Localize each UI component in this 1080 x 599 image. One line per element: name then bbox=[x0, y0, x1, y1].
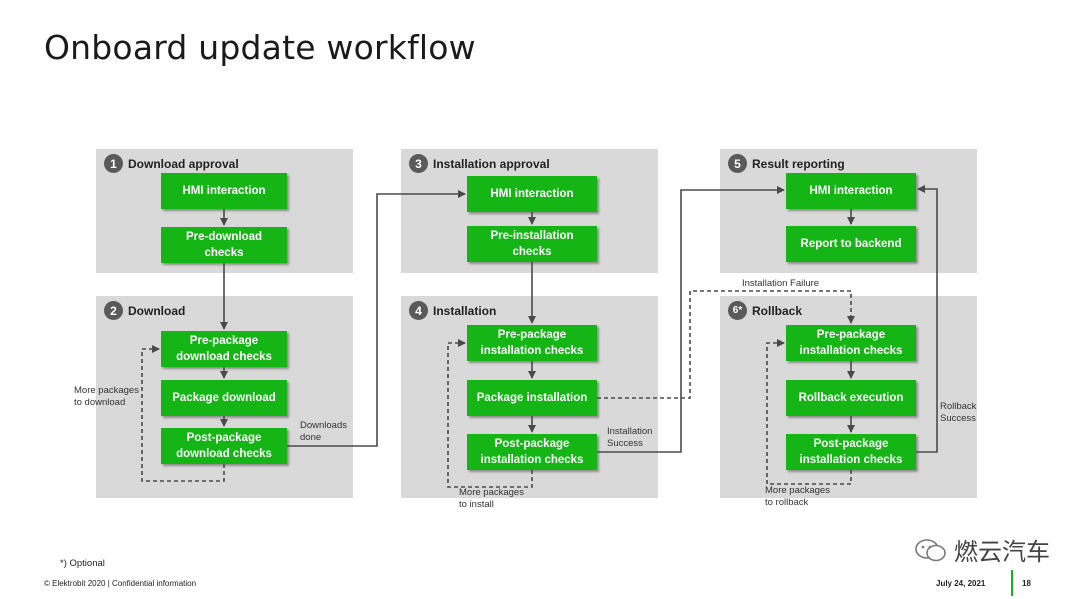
label-more-packages-download: More packages to download bbox=[74, 385, 139, 408]
box-post-package-download-checks: Post-package download checks bbox=[161, 428, 287, 464]
label-installation-success: Installation Success bbox=[607, 426, 653, 449]
footer-date: July 24, 2021 bbox=[936, 579, 986, 588]
step-header-download-approval: 1 Download approval bbox=[104, 154, 239, 173]
label-more-packages-rollback: More packages to rollback bbox=[765, 485, 830, 508]
label-more-packages-install: More packages to install bbox=[459, 487, 524, 510]
watermark: 燃云汽车 bbox=[914, 532, 1050, 567]
step-label: Download approval bbox=[128, 156, 239, 171]
box-report-to-backend: Report to backend bbox=[786, 226, 916, 262]
step-label: Installation bbox=[433, 303, 497, 318]
box-pre-package-installation-checks: Pre-package installation checks bbox=[467, 325, 597, 361]
box-pre-package-download-checks: Pre-package download checks bbox=[161, 331, 287, 367]
footer-divider bbox=[1011, 570, 1013, 596]
loop-more-install bbox=[447, 339, 533, 488]
wechat-icon bbox=[915, 538, 946, 561]
step-header-rollback: 6* Rollback bbox=[728, 301, 802, 320]
step-number-2: 2 bbox=[104, 301, 123, 320]
footnote-optional: *) Optional bbox=[60, 558, 105, 569]
step-header-installation-approval: 3 Installation approval bbox=[409, 154, 550, 173]
step-number-5: 5 bbox=[728, 154, 747, 173]
box-rollback-post-package-checks: Post-package installation checks bbox=[786, 434, 916, 470]
step-header-result-reporting: 5 Result reporting bbox=[728, 154, 845, 173]
loop-more-rollback bbox=[766, 339, 852, 485]
box-post-package-installation-checks: Post-package installation checks bbox=[467, 434, 597, 470]
footer-copyright: © Elektrobit 2020 | Confidential informa… bbox=[44, 579, 197, 588]
box-package-download: Package download bbox=[161, 380, 287, 416]
box-rollback-execution: Rollback execution bbox=[786, 380, 916, 416]
step-number-3: 3 bbox=[409, 154, 428, 173]
box-hmi-interaction-1: HMI interaction bbox=[161, 173, 287, 209]
page-number: 18 bbox=[1022, 579, 1031, 588]
step-label: Rollback bbox=[752, 303, 803, 318]
step-label: Download bbox=[128, 303, 186, 318]
step-number-4: 4 bbox=[409, 301, 428, 320]
box-hmi-interaction-3: HMI interaction bbox=[786, 173, 916, 209]
label-rollback-success: Rollback Success bbox=[940, 401, 977, 424]
box-pre-download-checks: Pre-download checks bbox=[161, 227, 287, 263]
label-downloads-done: Downloads done bbox=[300, 420, 347, 443]
box-package-installation: Package installation bbox=[467, 380, 597, 416]
arrow-install-failure bbox=[597, 290, 855, 399]
box-rollback-pre-package-checks: Pre-package installation checks bbox=[786, 325, 916, 361]
watermark-text: 燃云汽车 bbox=[954, 539, 1050, 566]
arrow-downloads-done bbox=[287, 190, 466, 447]
step-header-download: 2 Download bbox=[104, 301, 185, 320]
arrow-install-success bbox=[597, 186, 785, 453]
step-number-6: 6* bbox=[728, 301, 747, 320]
arrow-rollback-success bbox=[916, 185, 938, 453]
label-installation-failure: Installation Failure bbox=[742, 278, 820, 289]
step-label: Installation approval bbox=[433, 156, 550, 171]
step-label: Result reporting bbox=[752, 156, 845, 171]
step-number-1: 1 bbox=[104, 154, 123, 173]
step-header-installation: 4 Installation bbox=[409, 301, 496, 320]
box-pre-installation-checks: Pre-installation checks bbox=[467, 226, 597, 262]
box-hmi-interaction-2: HMI interaction bbox=[467, 176, 597, 212]
page-title: Onboard update workflow bbox=[44, 28, 476, 67]
loop-more-download bbox=[141, 345, 225, 482]
